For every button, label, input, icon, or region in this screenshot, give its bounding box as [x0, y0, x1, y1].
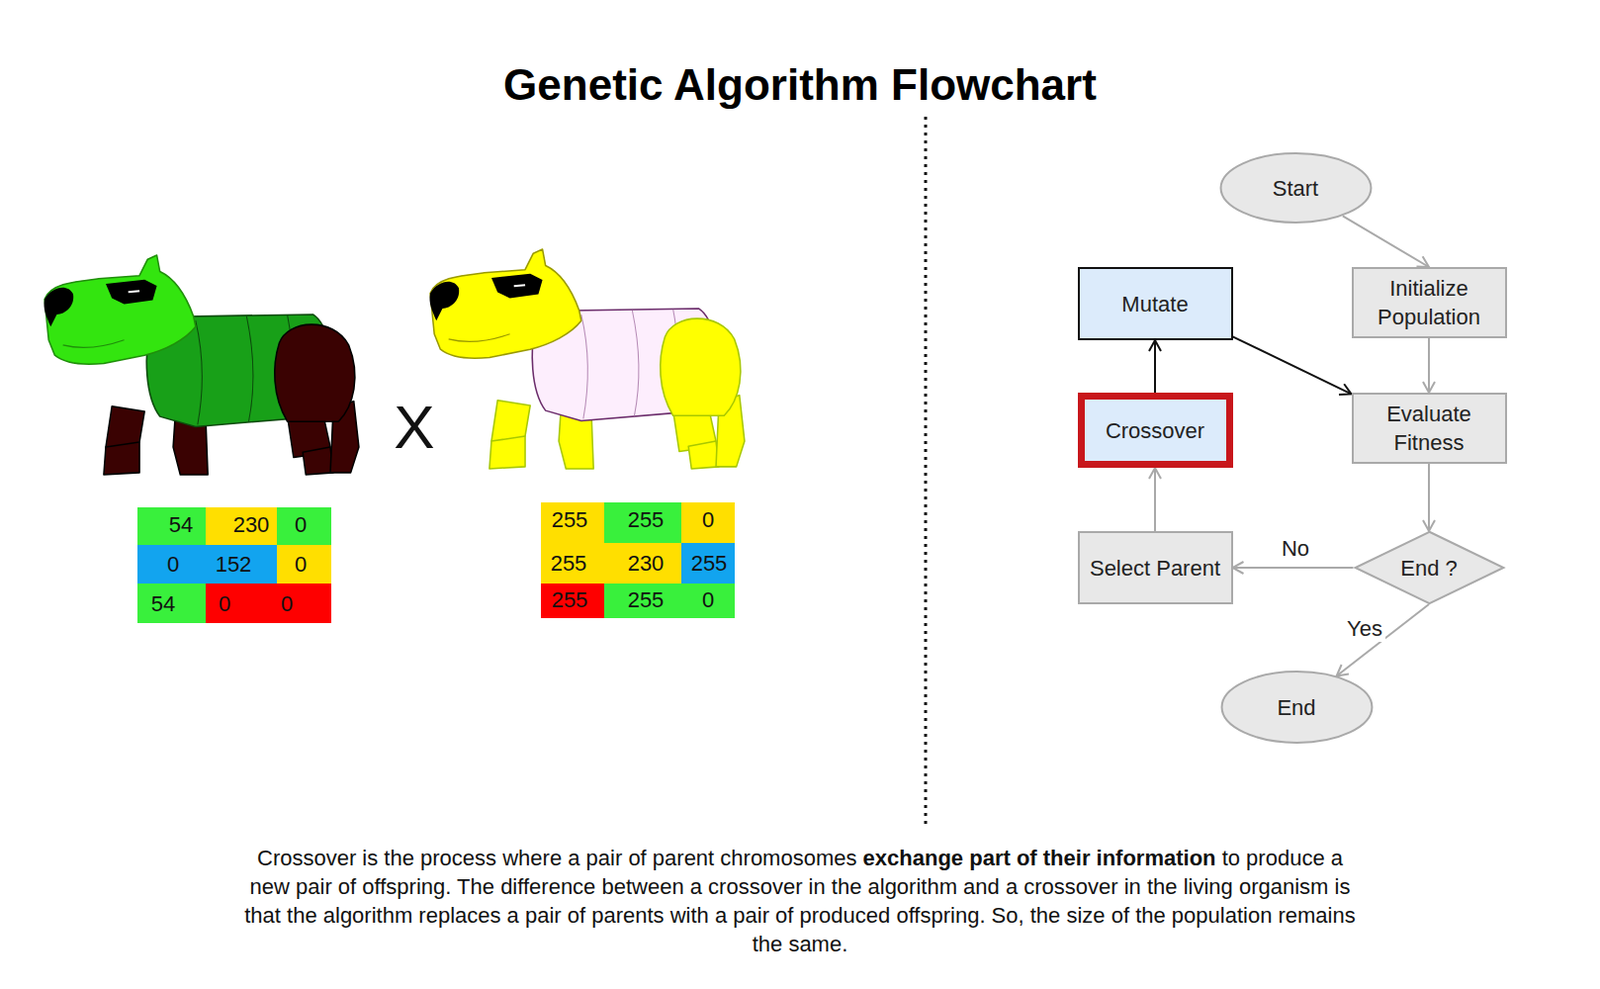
flow-arrow [1233, 336, 1352, 394]
flow-arrow [1427, 463, 1430, 532]
diamond-outline [1354, 532, 1504, 605]
gene-value: 0 [167, 551, 179, 577]
gene-value: 54 [169, 512, 193, 537]
capybara-figure [430, 249, 745, 469]
capybara-mouth [63, 340, 125, 349]
cross-symbol: X [393, 391, 435, 462]
flow-arrow [1233, 566, 1354, 569]
capybara-haunch [274, 324, 356, 422]
process-box: Select Parent [1077, 531, 1234, 605]
gene-cell [205, 507, 277, 545]
process-box: Initialize Population [1351, 266, 1508, 339]
node-label: Mutate [1121, 289, 1188, 319]
node-label: Crossover [1105, 416, 1205, 445]
gene-value: 255 [691, 550, 728, 576]
gene-value: 0 [294, 512, 307, 537]
capybara-nose [44, 287, 75, 328]
gene-value: 255 [551, 507, 589, 533]
gene-cell [540, 542, 682, 584]
capybara-head [44, 255, 196, 364]
ellipse-outline [1221, 671, 1372, 743]
gene-cell [681, 502, 735, 543]
gene-cell [137, 583, 206, 623]
gene-value: 255 [551, 587, 589, 613]
gene-cell [276, 507, 332, 545]
gene-value: 230 [233, 512, 270, 537]
capybara-eye [514, 284, 526, 286]
gene-cell [681, 542, 735, 584]
capybara-eye-band [491, 273, 543, 299]
divider-line [924, 116, 928, 825]
gene-value: 0 [294, 551, 307, 577]
node-label: Evaluate Fitness [1361, 399, 1498, 457]
capybara-leg [688, 441, 719, 469]
flow-arrow [1342, 215, 1429, 267]
start-terminal: Start [1219, 152, 1373, 224]
node-label: Select Parent [1089, 553, 1221, 583]
gene-cell [604, 502, 682, 543]
flow-arrow [1154, 340, 1156, 393]
gene-value: 0 [280, 591, 293, 617]
capybara-haunch [660, 318, 741, 416]
chart-title: Genetic Algorithm Flowchart [0, 59, 1600, 111]
capybara-leg [302, 446, 334, 475]
node-label: End [1276, 693, 1316, 722]
capybara-eye-band [105, 279, 158, 305]
gene-value: 230 [627, 550, 665, 576]
gene-value: 54 [151, 591, 176, 617]
gene-table [540, 502, 735, 619]
gene-cell [604, 583, 735, 619]
process-box: Mutate [1077, 266, 1234, 341]
gene-cell [137, 544, 277, 584]
gene-table [137, 507, 332, 623]
gene-value: 152 [215, 551, 253, 577]
gene-value: 0 [218, 591, 231, 617]
capybara-eye [128, 290, 140, 292]
gene-cell [540, 502, 605, 543]
gene-value: 255 [550, 550, 588, 576]
edge-label: No [1278, 535, 1313, 562]
process-box: Evaluate Fitness [1351, 392, 1508, 464]
node-label: End ? [1400, 553, 1458, 583]
node-label: Start [1272, 174, 1319, 203]
caption-emphasis: exchange part of their information [863, 845, 1217, 871]
gene-value: 0 [702, 587, 714, 613]
decision-diamond: End ? [1353, 531, 1506, 605]
end-terminal: End [1220, 670, 1374, 744]
highlighted-process-box: Crossover [1077, 392, 1234, 468]
gene-cell [540, 583, 605, 619]
caption-part: Crossover is the process where a pair of… [257, 845, 864, 871]
capybara-nose [430, 281, 460, 322]
capybara-leg [489, 436, 526, 469]
gene-value: 0 [702, 507, 714, 533]
gene-cell [137, 507, 206, 545]
capybara-head [430, 249, 582, 358]
capybara-leg [103, 442, 140, 475]
flow-arrow [1336, 604, 1429, 676]
flow-arrow [1154, 467, 1156, 532]
gene-cell [276, 544, 332, 584]
edge-label: Yes [1343, 616, 1386, 642]
gene-value: 255 [627, 507, 665, 533]
caption-text: Crossover is the process where a pair of… [236, 843, 1364, 959]
ellipse-outline [1220, 153, 1371, 223]
capybara-figure [44, 255, 359, 475]
capybara-mouth [448, 334, 511, 343]
gene-cell [205, 583, 332, 623]
flow-arrow [1427, 338, 1430, 393]
gene-value: 255 [627, 587, 665, 613]
node-label: Initialize Population [1361, 273, 1498, 332]
